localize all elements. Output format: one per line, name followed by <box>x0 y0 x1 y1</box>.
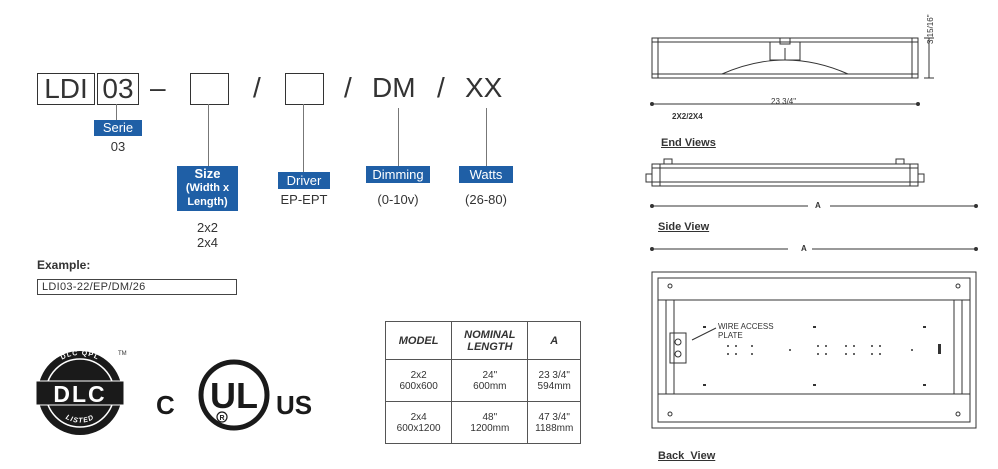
cell-a: 47 3/4"1188mm <box>527 401 581 444</box>
code-slash-1: / <box>253 72 261 103</box>
dlc-tm: TM <box>118 351 127 357</box>
end-height-label: 3 15/16" <box>926 14 935 44</box>
wire-note-line1: WIRE ACCESS <box>718 322 774 331</box>
ul-main-letters: UL <box>210 375 258 416</box>
code-series: 03 <box>102 73 134 104</box>
connector-size <box>208 104 209 166</box>
size-option-2x4: 2x4 <box>197 235 218 250</box>
end-height-dim-line <box>924 37 934 79</box>
side-view-caption: Side View <box>658 221 710 233</box>
side-dim-label: A <box>815 201 821 210</box>
end-model-label: 2X2/2X4 <box>672 112 703 121</box>
header-model: MODEL <box>384 321 453 360</box>
connector-watts <box>486 108 487 166</box>
side-dim-line <box>650 204 978 208</box>
ul-registered-letter: R <box>219 415 224 422</box>
technical-drawings <box>645 37 978 429</box>
size-tag: Size (Width x Length) <box>177 166 238 211</box>
serie-tag: Serie <box>94 120 142 136</box>
dimming-value: (0-10v) <box>377 192 419 207</box>
back-view-drawing <box>651 271 977 429</box>
back-dim-line <box>650 247 978 251</box>
driver-value: EP-EPT <box>280 192 328 207</box>
connector-dimming <box>398 108 399 166</box>
example-box: LDI03-22/EP/DM/26 <box>37 279 237 295</box>
code-prefix-box: LDI <box>37 73 95 105</box>
header-a: A <box>527 321 581 360</box>
ul-c-letter: C <box>156 390 175 420</box>
connector-serie <box>116 104 117 120</box>
watts-value: (26-80) <box>465 192 507 207</box>
cell-length: 48"1200mm <box>451 401 529 444</box>
example-title: Example: <box>37 258 91 272</box>
driver-tag: Driver <box>278 172 330 189</box>
connector-driver <box>303 104 304 172</box>
code-dimming: DM <box>372 72 416 103</box>
back-view-dots <box>703 326 941 386</box>
code-slash-3: / <box>437 72 445 103</box>
wire-note: WIRE ACCESS PLATE <box>718 322 774 340</box>
size-tag-line1: Size <box>194 166 221 181</box>
code-driver-box <box>285 73 324 105</box>
code-size-box <box>190 73 229 105</box>
dlc-logo: DLC QPL DLC LISTED TM <box>35 350 127 435</box>
serie-value: 03 <box>110 139 126 154</box>
end-views-caption: End Views <box>661 137 716 149</box>
code-prefix: LDI <box>44 73 88 104</box>
dimming-tag: Dimming <box>366 166 430 183</box>
end-width-label: 23 3/4" <box>771 97 797 106</box>
spec-table-header: MODEL NOMINAL LENGTH A <box>384 321 581 360</box>
header-nominal-length: NOMINAL LENGTH <box>451 321 529 360</box>
watts-tag: Watts <box>459 166 513 183</box>
ul-logo: C UL R US <box>156 359 312 431</box>
ul-us-letters: US <box>276 390 312 420</box>
dlc-arc-text: DLC QPL <box>60 350 100 362</box>
wire-note-line2: PLATE <box>718 331 743 340</box>
cell-a: 23 3/4"594mm <box>527 359 581 402</box>
end-width-dim-line <box>650 102 920 106</box>
side-view-drawing <box>645 158 925 187</box>
size-tag-line3: Length) <box>187 196 228 208</box>
back-dim-label: A <box>801 244 807 253</box>
code-series-box: 03 <box>97 73 139 105</box>
size-option-2x2: 2x2 <box>197 220 218 235</box>
code-watts: XX <box>465 72 503 103</box>
dlc-main-text: DLC <box>53 381 106 407</box>
code-dash: – <box>150 72 166 103</box>
back-view-caption: Back View <box>658 450 716 462</box>
size-tag-line2: (Width x <box>185 182 230 194</box>
ul-registered-circle <box>216 411 228 423</box>
example-value: LDI03-22/EP/DM/26 <box>42 281 146 293</box>
cell-length: 24"600mm <box>451 359 529 402</box>
code-slash-2: / <box>344 72 352 103</box>
ul-circle <box>198 359 270 431</box>
dlc-main-band <box>35 380 125 406</box>
end-view-drawing <box>651 37 919 79</box>
dlc-listed-text: LISTED <box>64 414 95 425</box>
